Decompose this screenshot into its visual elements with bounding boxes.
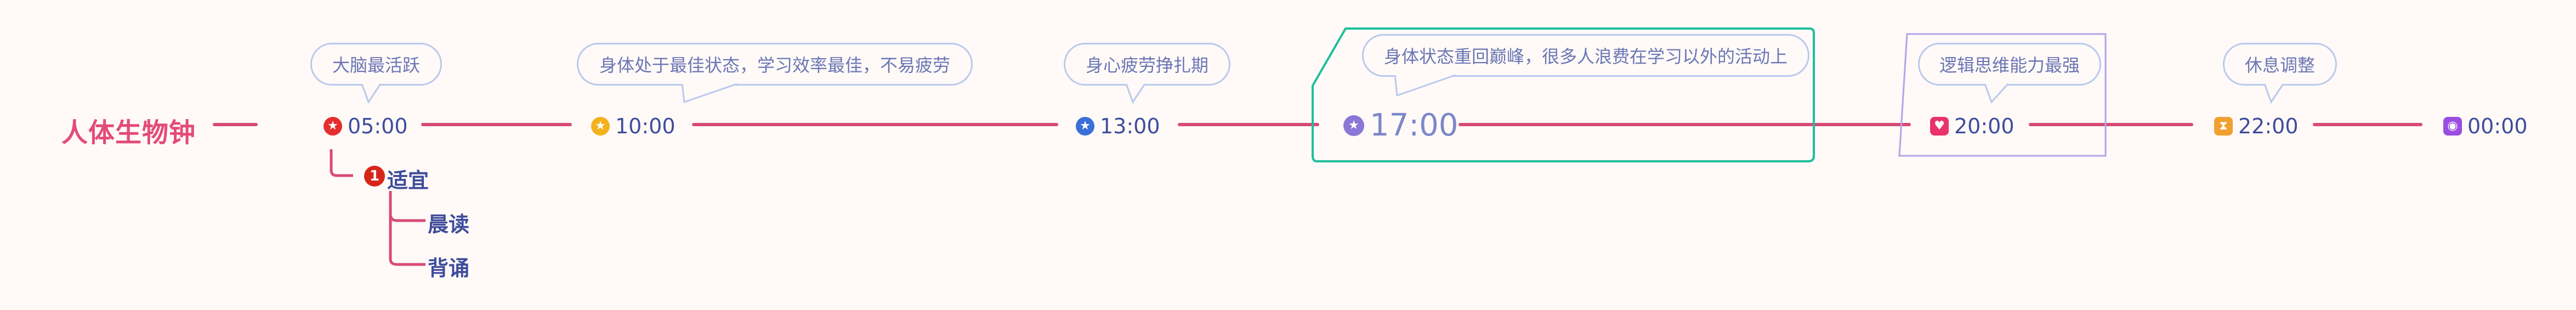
sub-branch-item[interactable]: 背诵 (428, 256, 470, 280)
heart-icon: ♥ (1930, 117, 1949, 136)
star-circle-icon: ★ (591, 117, 610, 136)
connector-line (213, 123, 258, 126)
callout-bubble[interactable]: 大脑最活跃 (310, 43, 442, 86)
time-node-1700[interactable]: ★ 17:00 (1343, 108, 1458, 143)
callout-text: 逻辑思维能力最强 (1939, 55, 2080, 76)
time-label: 05:00 (348, 114, 408, 138)
time-label: 22:00 (2238, 114, 2299, 138)
connector-line (692, 123, 1058, 126)
callout-bubble[interactable]: 身体状态重回巅峰，很多人浪费在学习以外的活动上 (1362, 34, 1809, 77)
time-label: 00:00 (2467, 114, 2528, 138)
time-node-1000[interactable]: ★ 10:00 (591, 114, 676, 138)
time-node-1300[interactable]: ★ 13:00 (1076, 114, 1160, 138)
time-node-2200[interactable]: ⧗ 22:00 (2214, 114, 2299, 138)
central-topic[interactable]: 人体生物钟 (61, 117, 196, 148)
callout-tail (2263, 83, 2284, 104)
time-label: 10:00 (615, 114, 676, 138)
time-node-0500[interactable]: ★ 05:00 (324, 114, 408, 138)
connector-line (421, 123, 572, 126)
star-circle-icon: ★ (1076, 117, 1094, 136)
sub-branch-item[interactable]: 晨读 (428, 212, 470, 236)
time-node-2000[interactable]: ♥ 20:00 (1930, 114, 2015, 138)
connector-line (1178, 123, 1319, 126)
callout-bubble[interactable]: 身心疲劳挣扎期 (1064, 43, 1230, 86)
logic-frame (1898, 33, 2107, 157)
hourglass-icon: ⧗ (2214, 117, 2233, 136)
callout-text: 身体状态重回巅峰，很多人浪费在学习以外的活动上 (1383, 46, 1788, 67)
callout-tail (1394, 74, 1456, 97)
time-label: 20:00 (1954, 114, 2015, 138)
star-circle-icon: ★ (324, 117, 342, 136)
planet-icon: ◉ (2443, 117, 2462, 136)
time-node-0000[interactable]: ◉ 00:00 (2443, 114, 2528, 138)
callout-bubble[interactable]: 逻辑思维能力最强 (1918, 43, 2101, 86)
callout-bubble[interactable]: 休息调整 (2223, 43, 2337, 86)
callout-tail (361, 83, 382, 104)
callout-tail (681, 83, 737, 104)
branch-label[interactable]: 适宜 (387, 168, 429, 193)
connector-line (1459, 123, 1911, 126)
callout-text: 休息调整 (2244, 55, 2315, 76)
callout-tail (1984, 83, 2009, 104)
callout-text: 身体处于最佳状态，学习效率最佳，不易疲劳 (599, 55, 950, 76)
time-label: 17:00 (1370, 108, 1459, 143)
callout-tail (1125, 83, 1146, 104)
time-label: 13:00 (1100, 114, 1160, 138)
connector-line (2029, 123, 2193, 126)
branch-connectors (330, 149, 425, 266)
callout-bubble[interactable]: 身体处于最佳状态，学习效率最佳，不易疲劳 (577, 43, 973, 86)
number-badge: 1 (364, 166, 385, 187)
highlight-frame (1312, 27, 1815, 162)
callout-text: 大脑最活跃 (332, 55, 420, 76)
callout-text: 身心疲劳挣扎期 (1085, 55, 1208, 76)
connector-line (2313, 123, 2422, 126)
star-circle-icon: ★ (1343, 115, 1364, 136)
